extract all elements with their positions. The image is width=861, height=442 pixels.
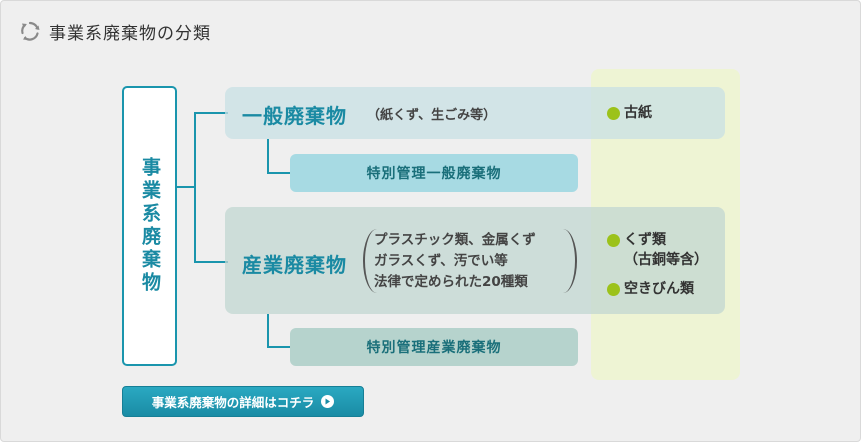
industrial-waste-title: 産業廃棄物 (242, 253, 347, 277)
connector-root-stub (177, 186, 195, 188)
connector-general-sub-horizontal (267, 172, 291, 174)
industrial-waste-row (225, 207, 725, 314)
industrial-example-text: くず類 （古銅等含） (624, 232, 708, 268)
industrial-example-text: 空きびん類 (624, 281, 694, 297)
special-industrial-waste-box: 特別管理産業廃棄物 (290, 328, 578, 366)
root-category-label: 事業系廃棄物 (139, 157, 161, 295)
waste-details-button-label: 事業系廃棄物の詳細はコチラ (151, 395, 315, 410)
page-title: 事業系廃棄物の分類 (49, 23, 211, 44)
general-waste-note: （紙くず、生ごみ等） (367, 108, 497, 123)
recycle-icon (21, 21, 40, 41)
connector-industrial-sub-vertical (267, 314, 269, 347)
bullet-dot-icon (607, 234, 620, 247)
industrial-example-item: 空きびん類 (607, 279, 694, 299)
connector-industrial-sub-horizontal (267, 346, 291, 348)
industrial-example-item: くず類 （古銅等含） (607, 230, 708, 270)
connector-general-sub-vertical (267, 139, 269, 173)
general-waste-title: 一般廃棄物 (242, 104, 347, 128)
connector-to-general (194, 112, 228, 114)
industrial-waste-note: プラスチック類、金属くず ガラスくず、汚でい等 法律で定められた20種類 (374, 230, 536, 293)
industrial-note-brackets (363, 229, 577, 293)
connector-to-industrial (194, 261, 228, 263)
special-general-waste-box: 特別管理一般廃棄物 (290, 154, 578, 192)
connector-trunk (194, 112, 196, 263)
general-example-item: 古紙 (607, 103, 652, 123)
header: 事業系廃棄物の分類 (19, 17, 211, 45)
industrial-note-line: 法律で定められた20種類 (374, 274, 528, 290)
play-arrow-icon (321, 395, 335, 408)
waste-details-button[interactable]: 事業系廃棄物の詳細はコチラ (122, 386, 364, 417)
bullet-dot-icon (607, 283, 620, 296)
root-category-box: 事業系廃棄物 (122, 86, 177, 366)
general-example-text: 古紙 (624, 105, 652, 121)
bullet-dot-icon (607, 107, 620, 120)
industrial-note-line: ガラスくず、汚でい等 (374, 253, 508, 269)
industrial-note-line: プラスチック類、金属くず (374, 232, 536, 248)
general-waste-row (225, 87, 725, 139)
